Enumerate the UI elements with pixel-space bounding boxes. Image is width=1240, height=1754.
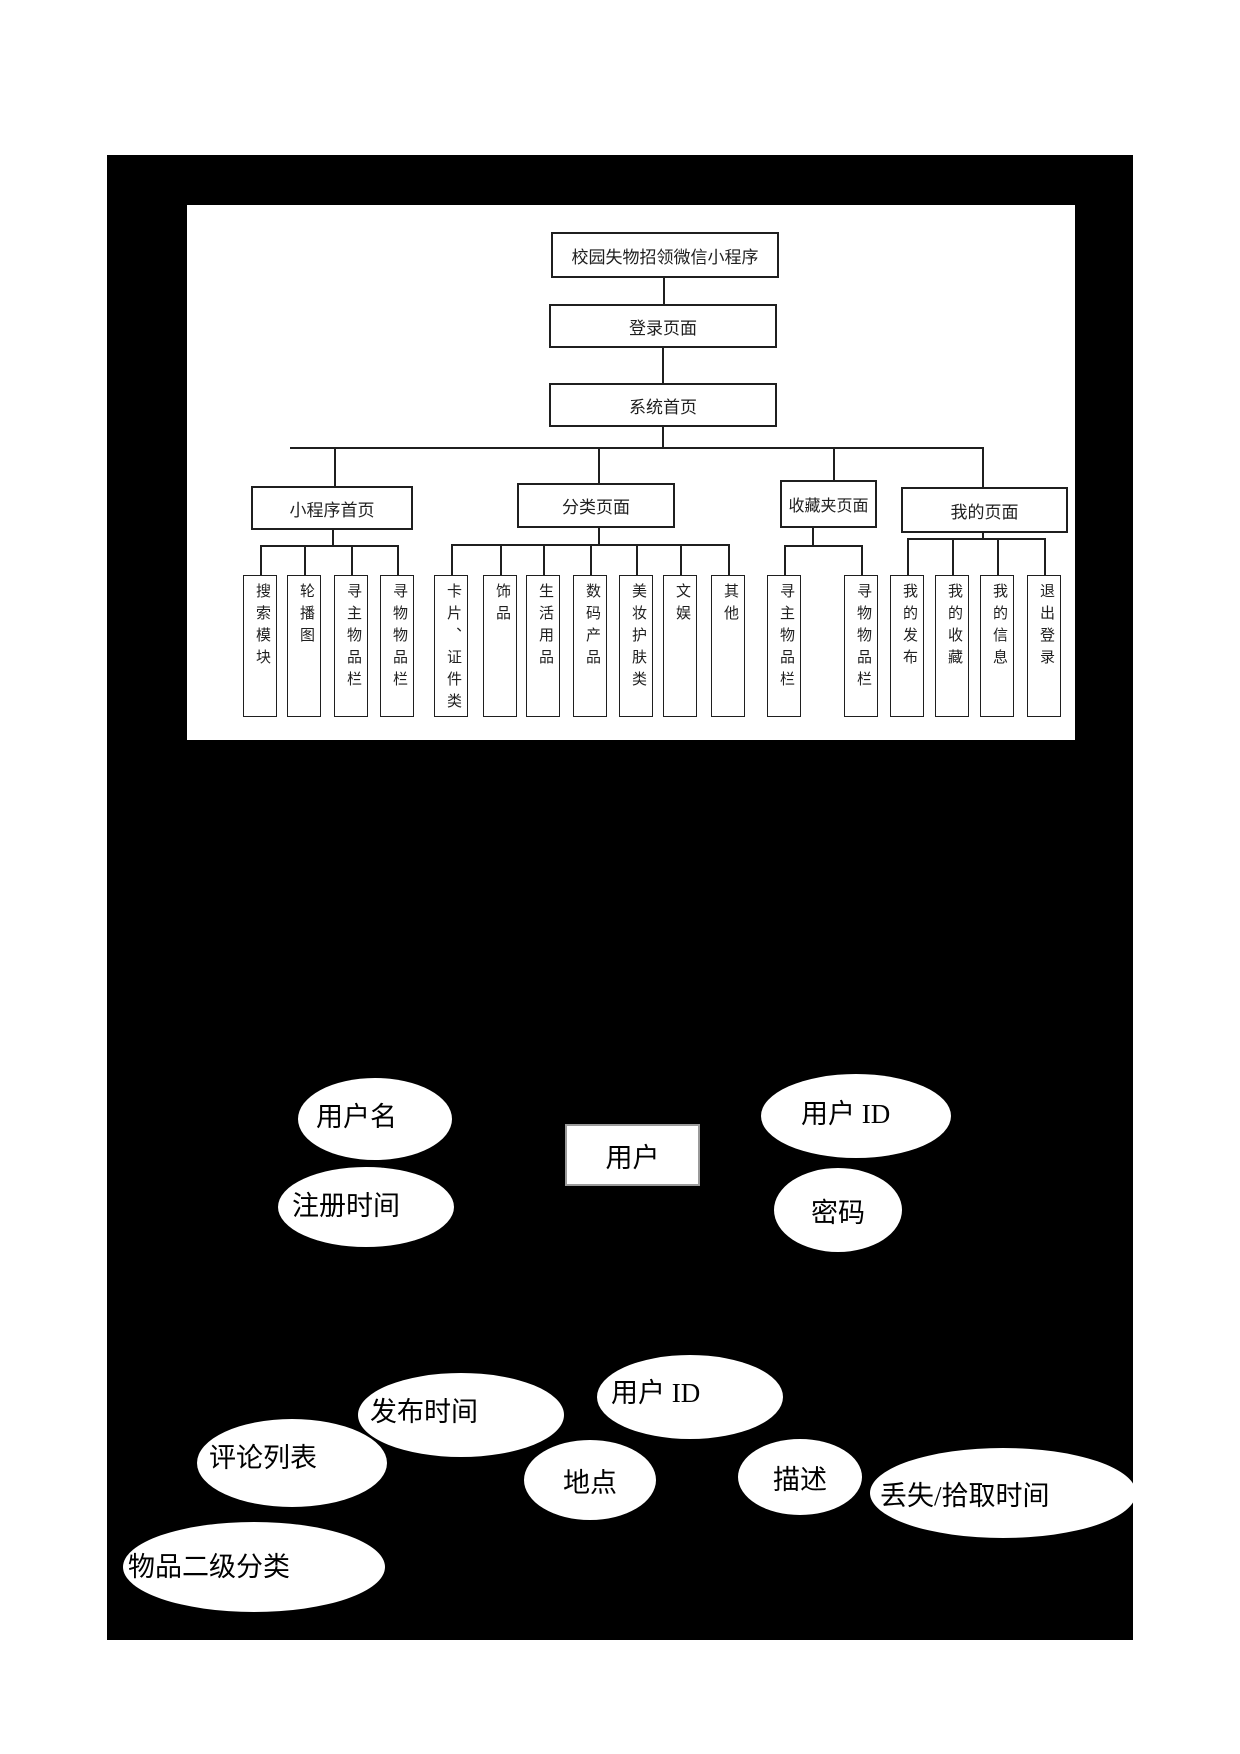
connector-line: [397, 545, 399, 575]
connector-line: [332, 530, 334, 545]
leaf-seek-item-column: 寻物物品栏: [380, 575, 414, 717]
ellipse-comment-list: 评论列表: [197, 1419, 387, 1507]
entity-user-box: 用户: [565, 1124, 700, 1186]
leaf-entertainment: 文娱: [663, 575, 697, 717]
ellipse-user-id-2: 用户 ID: [597, 1355, 783, 1439]
node-miniprogram-home: 小程序首页: [251, 486, 413, 530]
ellipse-lost-found-time: 丢失/拾取时间: [870, 1448, 1136, 1538]
leaf-digital-products: 数码产品: [573, 575, 607, 717]
leaf-daily-necessities: 生活用品: [526, 575, 560, 717]
ellipse-description: 描述: [738, 1439, 862, 1515]
connector-line: [451, 544, 453, 575]
connector-line: [290, 447, 982, 449]
connector-line: [451, 544, 728, 546]
connector-line: [663, 278, 665, 304]
leaf-my-favorites: 我的收藏: [935, 575, 969, 717]
connector-line: [636, 544, 638, 575]
connector-line: [728, 544, 730, 575]
connector-line: [784, 545, 861, 547]
leaf-cards-certificates: 卡片、证件类: [434, 575, 468, 717]
connector-line: [784, 545, 786, 575]
node-root: 校园失物招领微信小程序: [551, 232, 779, 278]
leaf-logout: 退出登录: [1027, 575, 1061, 717]
connector-line: [304, 545, 306, 575]
connector-line: [680, 544, 682, 575]
leaf-my-posts: 我的发布: [890, 575, 924, 717]
connector-line: [260, 545, 262, 575]
ellipse-user-id: 用户 ID: [761, 1074, 951, 1158]
connector-line: [907, 538, 1044, 540]
connector-line: [598, 447, 600, 483]
leaf-others: 其他: [711, 575, 745, 717]
node-favorites-page: 收藏夹页面: [780, 480, 877, 528]
node-login-page: 登录页面: [549, 304, 777, 348]
connector-line: [861, 545, 863, 575]
ellipse-register-time: 注册时间: [278, 1167, 454, 1247]
connector-line: [982, 447, 984, 487]
connector-line: [982, 533, 984, 538]
ellipse-publish-time: 发布时间: [358, 1373, 564, 1457]
connector-line: [351, 545, 353, 575]
connector-line: [812, 528, 814, 545]
node-system-home: 系统首页: [549, 383, 777, 427]
connector-line: [1044, 538, 1046, 575]
node-my-page: 我的页面: [901, 487, 1068, 533]
connector-line: [598, 528, 600, 544]
ellipse-item-subcategory: 物品二级分类: [123, 1522, 385, 1612]
leaf-fav-seek-item: 寻物物品栏: [844, 575, 878, 717]
connector-line: [907, 538, 909, 575]
connector-line: [662, 348, 664, 383]
ellipse-location: 地点: [524, 1440, 656, 1520]
leaf-carousel: 轮播图: [287, 575, 321, 717]
connector-line: [833, 447, 835, 480]
connector-line: [997, 538, 999, 575]
connector-line: [500, 544, 502, 575]
connector-line: [662, 427, 664, 447]
node-category-page: 分类页面: [517, 483, 675, 528]
leaf-seek-owner-column: 寻主物品栏: [334, 575, 368, 717]
connector-line: [260, 545, 397, 547]
sitemap-flowchart-panel: 校园失物招领微信小程序 登录页面 系统首页 小程序首页 分类页面 收藏夹页面 我…: [187, 205, 1075, 740]
connector-line: [543, 544, 545, 575]
leaf-beauty-skincare: 美妆护肤类: [619, 575, 653, 717]
connector-line: [590, 544, 592, 575]
leaf-my-info: 我的信息: [980, 575, 1014, 717]
ellipse-username: 用户名: [298, 1078, 452, 1160]
connector-line: [952, 538, 954, 575]
leaf-accessories: 饰品: [483, 575, 517, 717]
ellipse-password: 密码: [774, 1168, 902, 1252]
connector-line: [334, 447, 336, 486]
leaf-fav-seek-owner: 寻主物品栏: [767, 575, 801, 717]
leaf-search-module: 搜索模块: [243, 575, 277, 717]
